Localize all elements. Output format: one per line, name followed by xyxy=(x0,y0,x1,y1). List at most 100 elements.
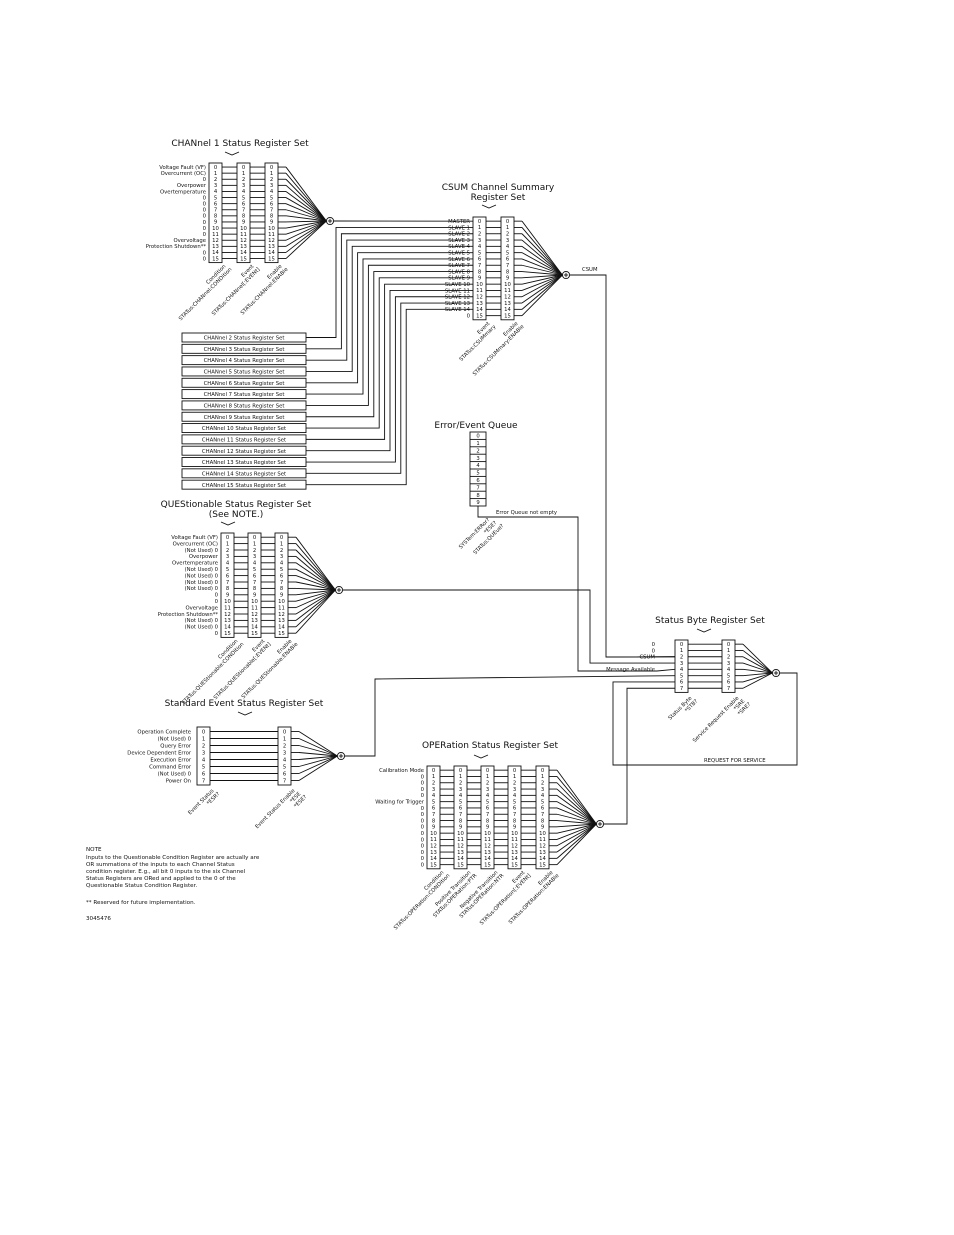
bit-label: SLAVE 14 xyxy=(445,307,471,313)
summation-input xyxy=(521,274,563,310)
channel-set-label: CHANnel 11 Status Register Set xyxy=(202,437,286,443)
bit-label: SLAVE 11 xyxy=(445,288,470,294)
summation-input xyxy=(556,823,597,865)
bit-label: (Not Used) 0 xyxy=(158,736,192,742)
bit-number: 1 xyxy=(680,648,683,654)
summation-input xyxy=(556,823,597,828)
summation-input xyxy=(295,568,336,591)
error-queue-wire xyxy=(477,506,657,672)
bit-number: 15 xyxy=(212,256,219,262)
standard-event-title: Standard Event Status Register Set xyxy=(165,699,324,709)
summation-input xyxy=(521,274,563,279)
bit-number: 5 xyxy=(680,673,683,679)
bit-number: 7 xyxy=(541,812,544,818)
summation-node xyxy=(325,216,335,226)
bit-number: 6 xyxy=(680,680,684,686)
bit-number: 3 xyxy=(541,787,544,793)
summation-input xyxy=(285,209,327,222)
queue-slot: 2 xyxy=(476,448,479,454)
bit-number: 1 xyxy=(280,541,283,547)
summation-input xyxy=(295,589,336,634)
bit-number: 7 xyxy=(283,778,286,784)
summation-input xyxy=(295,536,336,591)
bit-label: 0 xyxy=(467,313,471,319)
channel-set-box: CHANnel 8 Status Register Set xyxy=(181,400,307,411)
bit-number: 2 xyxy=(541,781,544,787)
bit-number: 2 xyxy=(478,232,481,238)
bit-label: SLAVE 4 xyxy=(448,244,470,250)
bit-number: 14 xyxy=(457,856,464,862)
bit-number: 15 xyxy=(539,862,546,868)
summation-input xyxy=(298,755,338,774)
bit-number: 10 xyxy=(251,599,258,605)
bit-number: 4 xyxy=(727,667,731,673)
bit-number: 1 xyxy=(253,541,256,547)
bit-number: 15 xyxy=(511,862,518,868)
bit-label: 0 xyxy=(421,856,425,862)
bit-number: 13 xyxy=(539,850,546,856)
bit-number: 9 xyxy=(253,593,256,599)
bit-number: 14 xyxy=(476,307,483,313)
bit-label: 0 xyxy=(421,774,425,780)
bit-number: 13 xyxy=(240,244,247,250)
summation-input xyxy=(295,589,336,602)
bit-number: 6 xyxy=(541,806,545,812)
bit-number: 9 xyxy=(226,593,229,599)
bit-label: SLAVE 13 xyxy=(445,301,470,307)
summation-input xyxy=(298,752,338,757)
request-for-service-loop xyxy=(612,672,798,766)
register-box xyxy=(236,162,251,264)
summation-input xyxy=(285,220,327,229)
bit-number: 9 xyxy=(541,825,544,831)
bit-number: 7 xyxy=(280,580,283,586)
bit-label: 0 xyxy=(421,806,425,812)
register-box xyxy=(674,639,689,693)
queue-slot: 0 xyxy=(476,434,480,440)
bit-number: 6 xyxy=(478,257,482,263)
bit-number: 6 xyxy=(432,806,436,812)
bit-label: SLAVE 7 xyxy=(448,263,470,269)
bit-number: 15 xyxy=(251,631,258,637)
summation-input xyxy=(521,274,563,285)
bit-number: 12 xyxy=(484,844,491,850)
bit-number: 8 xyxy=(270,214,274,220)
channel-set-label: CHANnel 4 Status Register Set xyxy=(204,358,285,364)
summation-input xyxy=(285,215,327,222)
bit-number: 5 xyxy=(280,567,283,573)
bit-number: 9 xyxy=(432,825,435,831)
bit-number: 10 xyxy=(212,226,219,232)
summation-input xyxy=(295,556,336,591)
bit-number: 9 xyxy=(242,220,245,226)
bit-number: 11 xyxy=(457,837,464,843)
bit-number: 7 xyxy=(253,580,256,586)
register-box xyxy=(480,765,495,870)
bit-number: 2 xyxy=(242,177,245,183)
channel1-title: CHANnel 1 Status Register Set xyxy=(171,139,309,149)
summation-input xyxy=(298,738,338,757)
bit-label: Query Error xyxy=(160,743,192,749)
summation-input xyxy=(298,755,338,781)
bit-number: 9 xyxy=(513,825,516,831)
bit-number: 12 xyxy=(224,612,231,618)
message-available-wire xyxy=(656,668,676,672)
channel-set-label: CHANnel 7 Status Register Set xyxy=(204,392,285,398)
bit-label: (Not Used) 0 xyxy=(185,573,219,579)
bit-number: 8 xyxy=(432,818,436,824)
note-block: NOTE Inputs to the Questionable Conditio… xyxy=(86,847,260,922)
summation-input xyxy=(742,662,773,674)
bit-number: 10 xyxy=(240,226,247,232)
bit-number: 11 xyxy=(278,605,285,611)
bit-label: 0 xyxy=(421,781,425,787)
bit-number: 5 xyxy=(513,799,516,805)
summation-input xyxy=(742,656,773,674)
register-box xyxy=(220,532,235,638)
bit-number: 11 xyxy=(430,837,437,843)
bit-number: 5 xyxy=(486,799,489,805)
bit-label: SLAVE 9 xyxy=(448,276,470,282)
summation-input xyxy=(521,233,563,276)
